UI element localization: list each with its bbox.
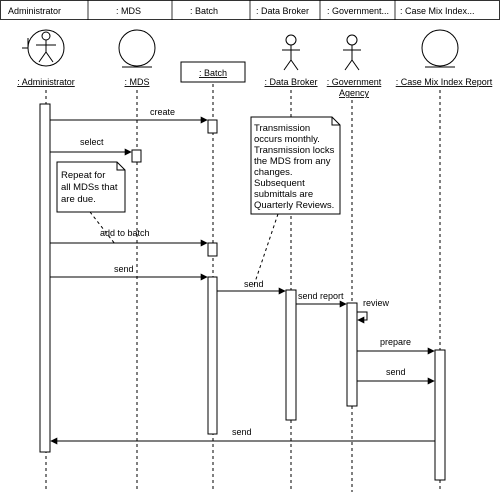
note-transmission-line-3: Transmission locks — [254, 145, 335, 156]
activation-batch-add — [207, 242, 218, 257]
header-cell-administrator: Administrator — [8, 6, 61, 16]
note-repeat-line-1: Repeat for — [61, 170, 105, 181]
lifeline-label-batch: : Batch — [199, 68, 227, 78]
data-broker-actor-icon — [282, 34, 300, 71]
message-label-review: review — [363, 298, 390, 308]
activation-mds-select — [131, 149, 142, 163]
activation-batch-send — [207, 276, 218, 435]
lifeline-label-administrator: : Administrator — [17, 77, 75, 87]
note-transmission-line-1: Transmission — [254, 123, 310, 134]
activation-data-broker — [285, 289, 297, 421]
activation-batch-create — [207, 119, 218, 134]
message-review-arrow — [357, 311, 368, 324]
message-label-create: create — [150, 107, 175, 117]
note-transmission-line-5: changes. — [254, 167, 293, 178]
note-transmission-line-8: Quarterly Reviews. — [254, 200, 334, 211]
lifeline-label-government: : Government — [327, 77, 382, 87]
header-cell-mds: : MDS — [116, 6, 141, 16]
message-label-prepare: prepare — [380, 337, 411, 347]
note-transmission-line-2: occurs monthly. — [254, 134, 320, 145]
message-label-send-broker: send — [244, 279, 264, 289]
message-label-send-batch: send — [114, 264, 134, 274]
message-label-send-report: send report — [298, 291, 344, 301]
note-repeat-connector — [89, 211, 116, 245]
activation-administrator — [39, 103, 51, 453]
header-cell-government: : Government... — [327, 6, 389, 16]
message-label-send-return: send — [232, 427, 252, 437]
lifeline-label-mds: : MDS — [124, 77, 149, 87]
note-transmission-line-7: submittals are — [254, 189, 313, 200]
message-label-select: select — [80, 137, 104, 147]
activation-case-mix — [434, 349, 446, 481]
batch-box — [180, 61, 246, 83]
note-repeat-line-3: are due. — [61, 194, 96, 205]
note-transmission-connector — [252, 213, 279, 289]
message-label-add-to-batch: add to batch — [100, 228, 150, 238]
lifeline-label-agency: Agency — [339, 88, 370, 98]
note-repeat-line-2: all MDSs that — [61, 182, 118, 193]
note-transmission-line-6: Subsequent — [254, 178, 305, 189]
messages — [50, 116, 435, 445]
activation-government — [346, 302, 358, 407]
note-transmission-line-4: the MDS from any — [254, 156, 331, 167]
header-cell-batch: : Batch — [190, 6, 218, 16]
lifeline-label-data-broker: : Data Broker — [264, 77, 317, 87]
message-label-send-cmi: send — [386, 367, 406, 377]
activation-bars — [39, 103, 446, 481]
lifeline-label-case-mix: : Case Mix Index Report — [396, 77, 493, 87]
mds-entity-icon — [118, 29, 156, 68]
note-transmission: Transmission occurs monthly. Transmissio… — [250, 116, 341, 289]
note-repeat: Repeat for all MDSs that are due. — [56, 161, 126, 245]
header-cell-case-mix: : Case Mix Index... — [400, 6, 475, 16]
administrator-actor-icon — [22, 29, 65, 67]
cmi-entity-icon — [421, 29, 459, 68]
government-actor-icon — [343, 34, 361, 71]
header-bar: Administrator : MDS : Batch : Data Broke… — [0, 0, 500, 20]
header-cell-data-broker: : Data Broker — [256, 6, 309, 16]
